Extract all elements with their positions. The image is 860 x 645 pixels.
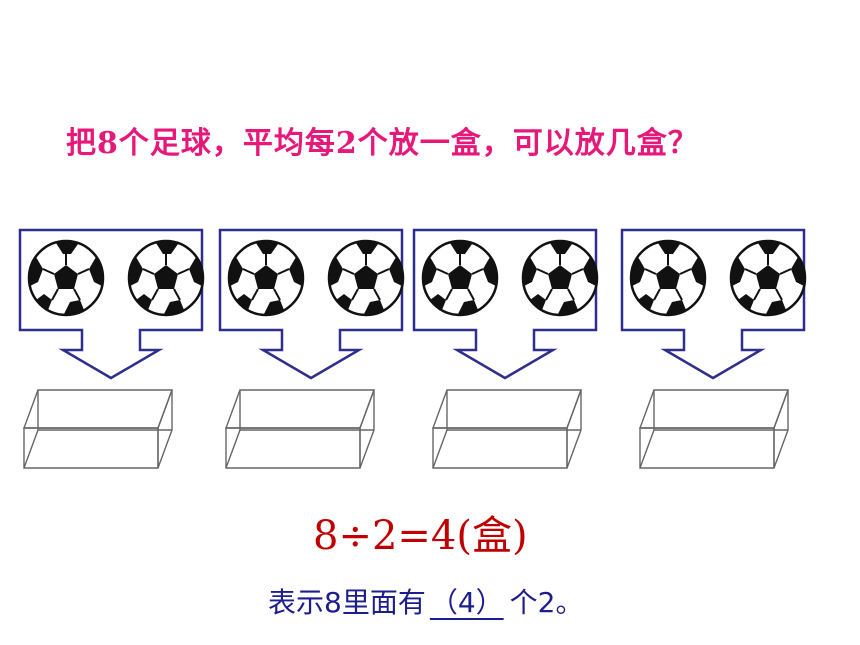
soccer-ball-icon <box>127 239 205 317</box>
ball-group <box>218 228 405 469</box>
ball-group <box>620 228 807 469</box>
soccer-ball-icon <box>27 239 105 317</box>
empty-box-icon <box>22 389 174 469</box>
group-frame-arrow <box>412 228 598 380</box>
group-frame-arrow <box>18 228 204 380</box>
soccer-ball-icon <box>521 239 599 317</box>
empty-box-icon <box>224 389 376 469</box>
soccer-ball-icon <box>327 239 405 317</box>
soccer-ball-icon <box>729 239 807 317</box>
ball-group <box>18 228 205 469</box>
group-frame-arrow <box>620 228 806 380</box>
group-frame-arrow <box>218 228 404 380</box>
question-text: 把8个足球，平均每2个放一盒，可以放几盒？ <box>66 126 699 161</box>
meaning-suffix: 个2。 <box>509 586 584 619</box>
meaning-sentence: 表示8里面有（4）个2。 <box>268 581 583 621</box>
soccer-ball-icon <box>227 239 305 317</box>
empty-box-icon <box>431 389 583 469</box>
empty-box-icon <box>638 389 790 469</box>
soccer-ball-icon <box>421 239 499 317</box>
meaning-blank-answer: （4） <box>429 586 504 619</box>
meaning-prefix: 表示8里面有 <box>268 586 426 619</box>
soccer-ball-icon <box>629 239 707 317</box>
ball-group <box>412 228 599 469</box>
division-equation: 8÷2=4(盒) <box>313 513 528 559</box>
